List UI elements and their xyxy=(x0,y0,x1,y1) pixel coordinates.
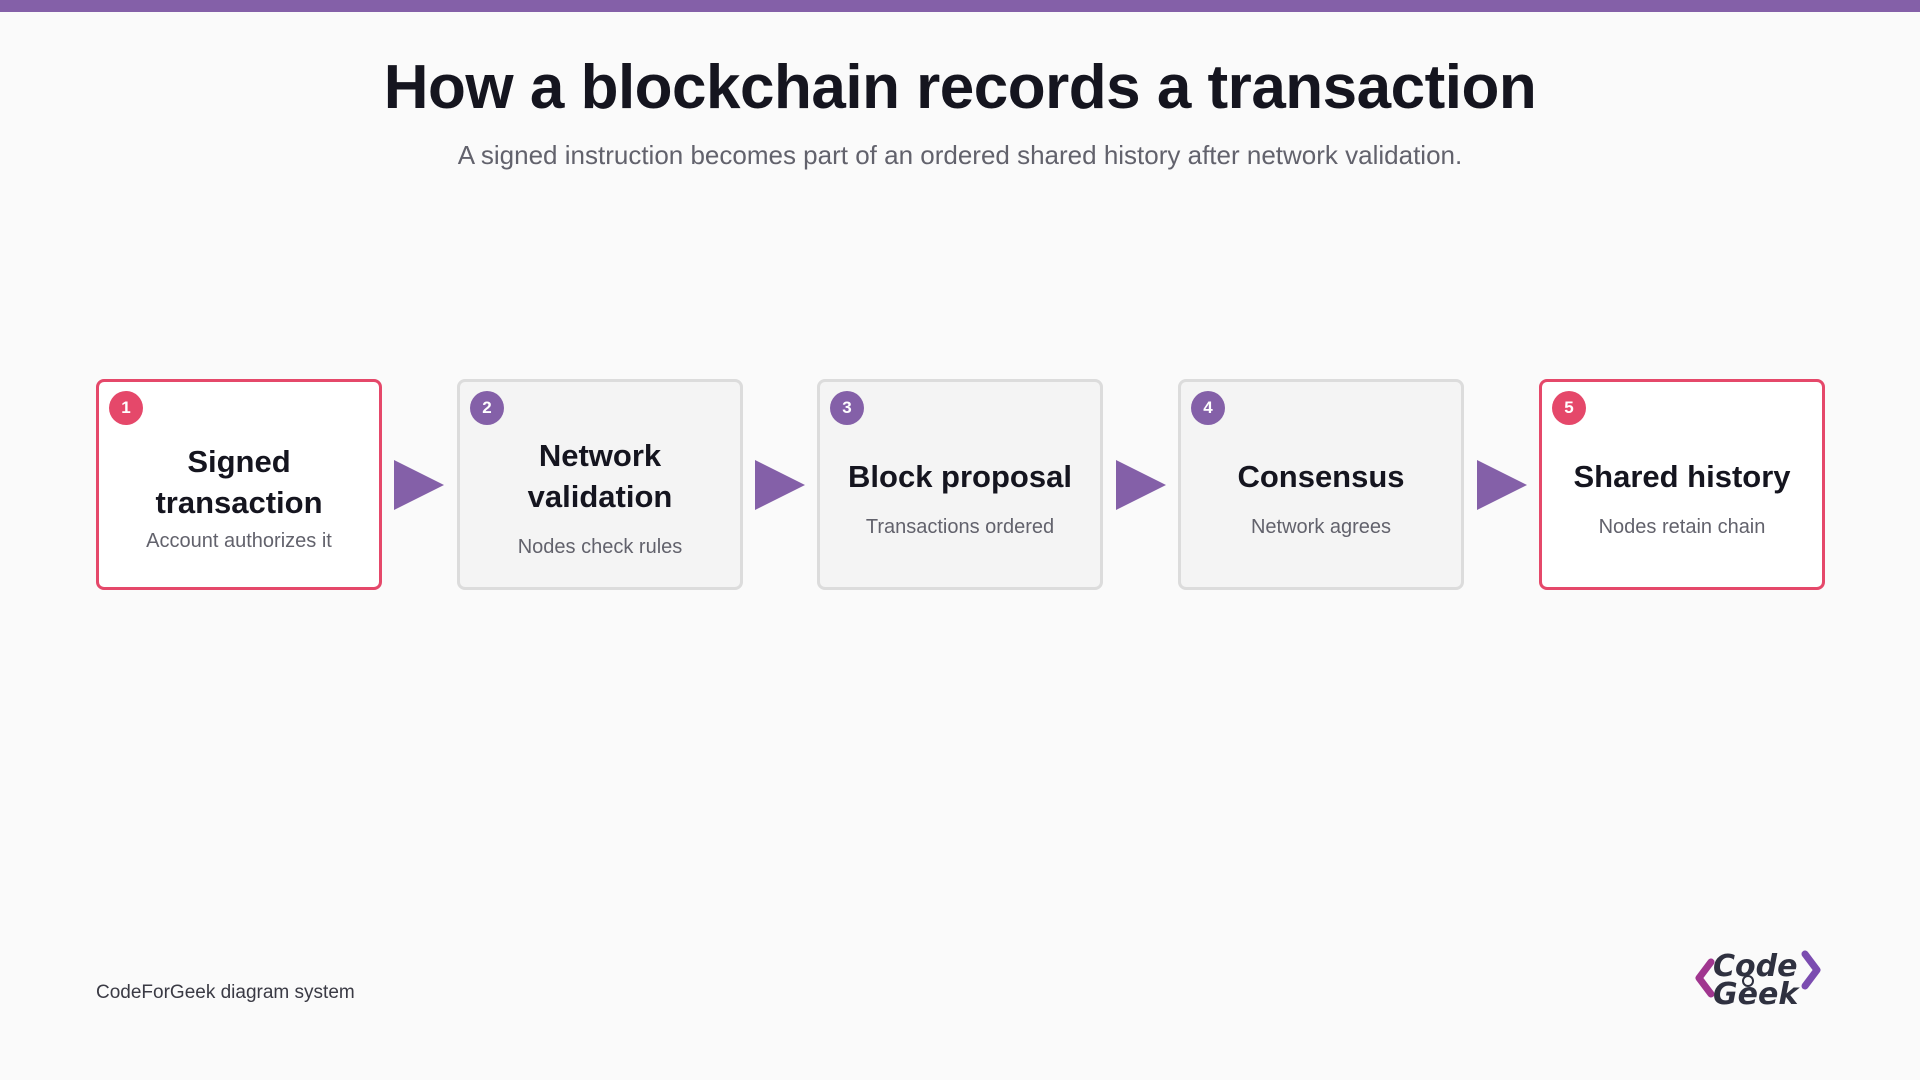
step-number-badge: 5 xyxy=(1552,391,1586,425)
step-subtitle: Nodes check rules xyxy=(517,536,683,558)
step-signed-transaction: 1 Signed transaction Account authorizes … xyxy=(96,379,382,590)
step-title: Signed transaction xyxy=(155,444,323,520)
flow-arrow-icon xyxy=(755,460,805,510)
step-number-badge: 2 xyxy=(470,391,504,425)
codeforgeek-logo: Code Geek xyxy=(1695,949,1821,1010)
step-number-badge: 3 xyxy=(830,391,864,425)
flow-arrow-icon xyxy=(1116,460,1166,510)
step-subtitle: Account authorizes it xyxy=(146,530,332,552)
footer-caption: CodeForGeek diagram system xyxy=(96,982,355,1003)
step-title: Shared history xyxy=(1573,458,1791,494)
logo-text-line1: Code xyxy=(1713,949,1797,984)
step-network-validation: 2 Network validation Nodes check rules xyxy=(457,379,743,590)
logo-text-line2: Geek xyxy=(1713,977,1800,1010)
step-title: Consensus xyxy=(1237,458,1405,494)
step-number-badge: 4 xyxy=(1191,391,1225,425)
step-consensus: 4 Consensus Network agrees xyxy=(1178,379,1464,590)
step-number-badge: 1 xyxy=(109,391,143,425)
step-subtitle: Transactions ordered xyxy=(865,515,1055,538)
step-title: Block proposal xyxy=(848,458,1072,494)
step-block-proposal: 3 Block proposal Transactions ordered xyxy=(817,379,1103,590)
step-subtitle: Nodes retain chain xyxy=(1598,515,1766,538)
top-accent-bar xyxy=(0,0,1920,12)
page-title: How a blockchain records a transaction xyxy=(383,53,1537,122)
step-shared-history: 5 Shared history Nodes retain chain xyxy=(1539,379,1825,590)
step-title: Network validation xyxy=(527,438,673,514)
flow-arrow-icon xyxy=(394,460,444,510)
page-subtitle: A signed instruction becomes part of an … xyxy=(457,140,1463,170)
step-subtitle: Network agrees xyxy=(1250,515,1392,538)
flow-arrow-icon xyxy=(1477,460,1527,510)
